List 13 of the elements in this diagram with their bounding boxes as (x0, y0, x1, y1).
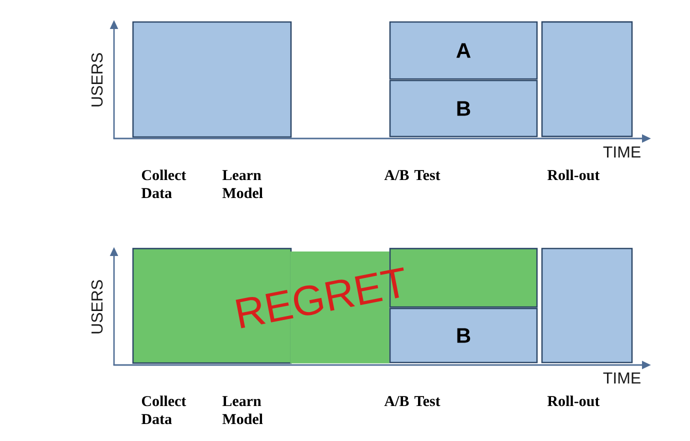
variant-box: A (389, 21, 538, 80)
phase-label: Roll-out (547, 170, 600, 180)
phase-label: Learn Model (222, 396, 263, 424)
time-block (132, 21, 292, 138)
variant-box: B (389, 308, 538, 364)
phase-label: Learn Model (222, 170, 263, 198)
phase-label: Collect Data (141, 396, 186, 424)
phase-label: A/B Test (384, 170, 440, 180)
time-block (541, 21, 633, 138)
phase-label: Roll-out (547, 396, 600, 406)
phase-label: Collect Data (141, 170, 186, 198)
time-block (541, 248, 633, 364)
variant-box: B (389, 80, 538, 138)
